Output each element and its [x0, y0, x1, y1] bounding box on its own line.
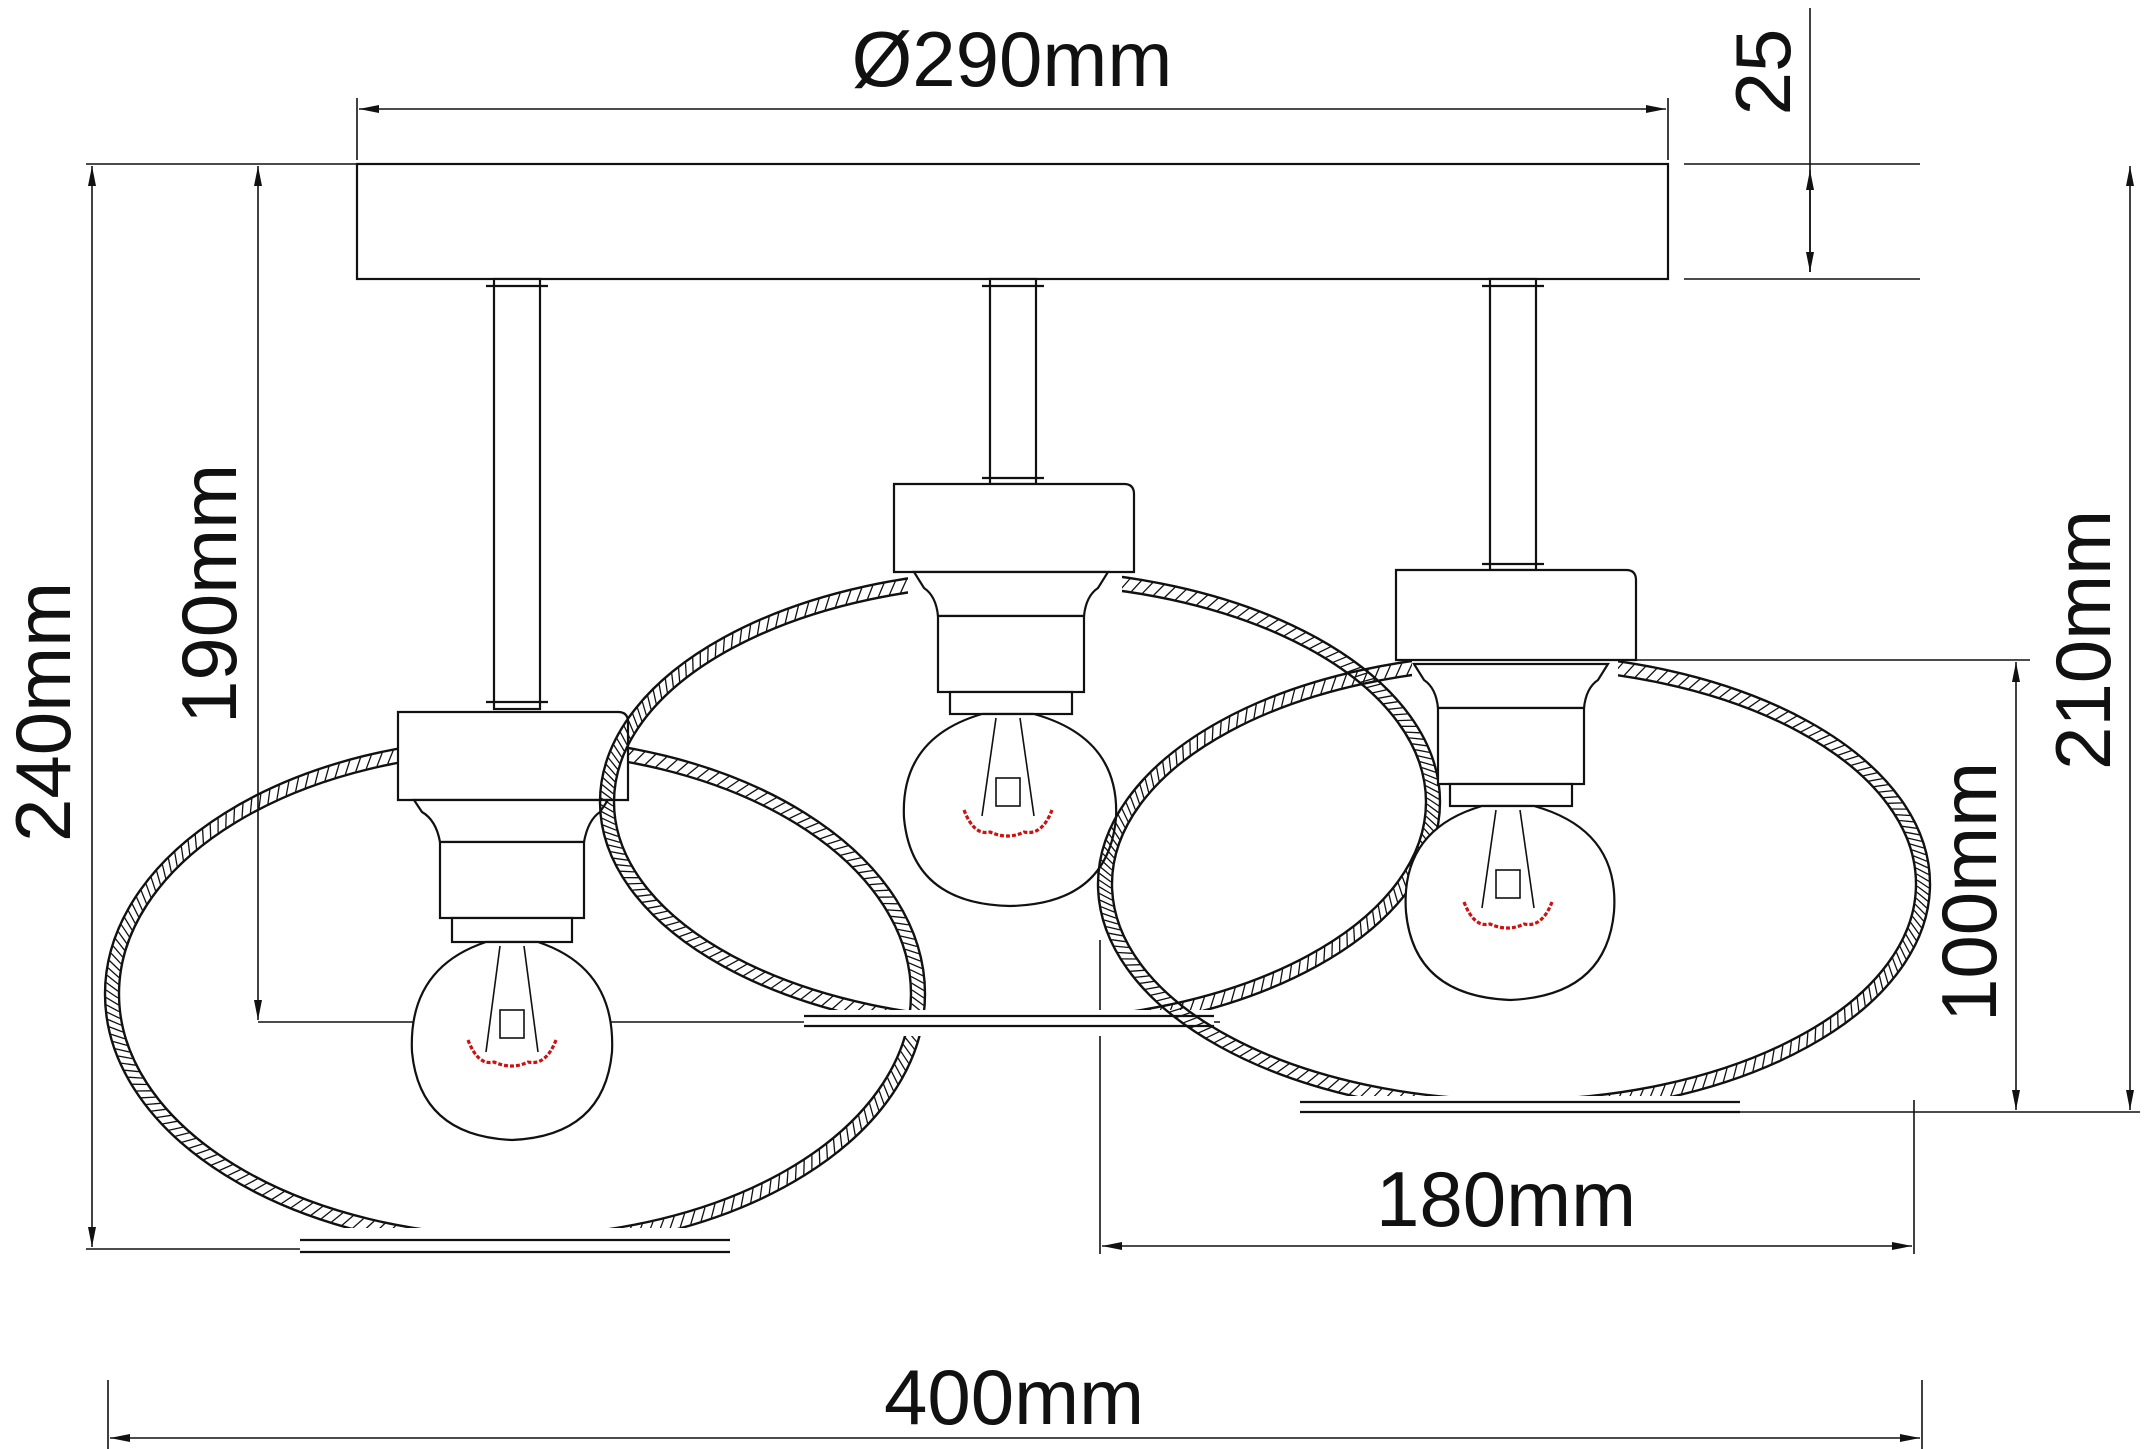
pendant-right [1096, 568, 1932, 1120]
ceiling-canopy [355, 162, 1670, 281]
cap-left [396, 710, 630, 802]
drop-height-label: 190mm [165, 464, 253, 724]
overall-width-label: 400mm [884, 1353, 1144, 1441]
dimension-canopy-height: 25 [1684, 8, 1920, 280]
dimension-shade-width: 180mm [1099, 940, 1915, 1254]
pendant-center [598, 482, 1442, 1036]
dimension-shade-height: 100mm [1600, 659, 2030, 1110]
bulb-right [1404, 804, 1616, 1002]
suspension-rods [486, 277, 1544, 711]
dimension-overall-width: 400mm [107, 1353, 1923, 1449]
socket-left [411, 798, 611, 944]
socket-center [912, 570, 1110, 716]
bulb-center [902, 712, 1118, 908]
shade-width-label: 180mm [1376, 1155, 1636, 1243]
dimension-overall-height: 240mm [0, 163, 360, 1250]
bulb-left [410, 940, 614, 1142]
canopy-height-label: 25 [1719, 29, 1807, 116]
dimension-canopy-diameter: Ø290mm [356, 15, 1669, 160]
rod-left [486, 277, 548, 711]
rod-right [1482, 277, 1544, 572]
cap-center [892, 482, 1136, 574]
rod-center [982, 277, 1044, 486]
shade-height-label: 100mm [1925, 762, 2013, 1022]
socket-right [1412, 662, 1610, 808]
pendant-left [103, 710, 927, 1258]
canopy-diameter-label: Ø290mm [852, 15, 1173, 103]
overall-height-label: 240mm [0, 582, 87, 842]
right-height-label: 210mm [2039, 510, 2127, 770]
cap-right [1394, 568, 1638, 662]
